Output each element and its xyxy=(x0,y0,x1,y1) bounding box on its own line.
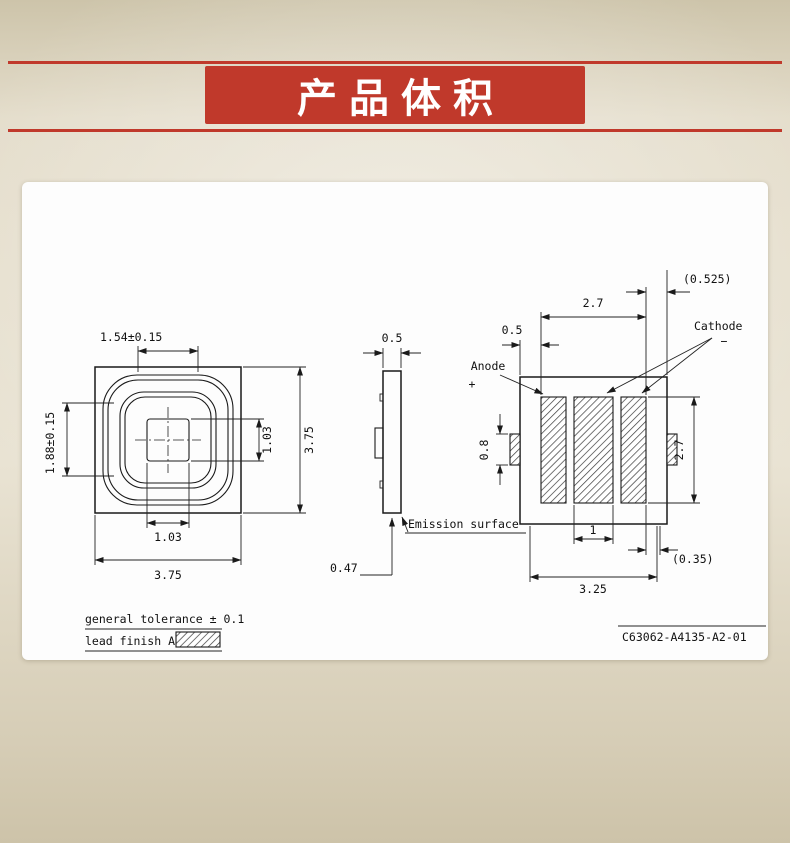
part-number: C63062-A4135-A2-01 xyxy=(622,630,747,644)
bottom-view: (0.525) 2.7 0.5 Anode + Cathode − xyxy=(469,270,743,596)
anode-label: Anode xyxy=(471,359,506,373)
banner-top-rule xyxy=(8,61,782,64)
left-side-tab xyxy=(509,433,521,466)
anode-pad xyxy=(540,396,567,504)
dim-pad-gap: (0.35) xyxy=(672,552,714,566)
banner: 产品体积 xyxy=(205,66,585,124)
dim-pad-height: 2.7 xyxy=(672,440,686,461)
dim-edge-to-pad-left: 0.5 xyxy=(502,323,523,337)
dim-side-tab: 0.8 xyxy=(477,440,491,461)
top-view: 1.54±0.15 1.88±0.15 1.03 3.75 xyxy=(43,330,316,582)
technical-drawing: 1.54±0.15 1.88±0.15 1.03 3.75 xyxy=(43,270,766,652)
notes: general tolerance ± 0.1 lead finish Au xyxy=(85,612,244,652)
dim-pad-span-top: 2.7 xyxy=(583,296,604,310)
right-side-tab xyxy=(666,433,678,466)
dim-edge-to-pad-right: (0.525) xyxy=(683,272,731,286)
banner-bottom-rule xyxy=(8,129,782,132)
drawing-panel: 1.54±0.15 1.88±0.15 1.03 3.75 xyxy=(22,182,768,660)
title-block: C63062-A4135-A2-01 xyxy=(618,625,766,644)
dim-body-height: 3.75 xyxy=(302,426,316,454)
dim-standoff: 0.47 xyxy=(330,561,358,575)
dim-center-pad-width: 1 xyxy=(590,523,597,537)
page-title: 产品体积 xyxy=(297,76,505,122)
lead-finish-note: lead finish Au xyxy=(85,634,182,648)
emission-surface-label: Emission surface xyxy=(408,517,519,531)
cathode-pad xyxy=(620,396,647,504)
dim-body-width: 3.75 xyxy=(154,568,182,582)
dim-center-height: 1.03 xyxy=(260,426,274,454)
cathode-label: Cathode xyxy=(694,319,743,333)
dim-center-width: 1.03 xyxy=(154,530,182,544)
dim-thickness: 0.5 xyxy=(382,331,403,345)
lead-finish-swatch xyxy=(175,631,221,648)
dim-lead-span: 3.25 xyxy=(579,582,607,596)
center-pad xyxy=(573,396,614,504)
anode-polarity: + xyxy=(469,377,476,391)
general-tolerance-note: general tolerance ± 0.1 xyxy=(85,612,244,626)
dim-lens-width: 1.54±0.15 xyxy=(100,330,162,344)
dim-lens-height: 1.88±0.15 xyxy=(43,412,57,474)
cathode-polarity: − xyxy=(721,334,728,348)
side-view: 0.5 Emission surface 0.47 xyxy=(330,331,526,576)
